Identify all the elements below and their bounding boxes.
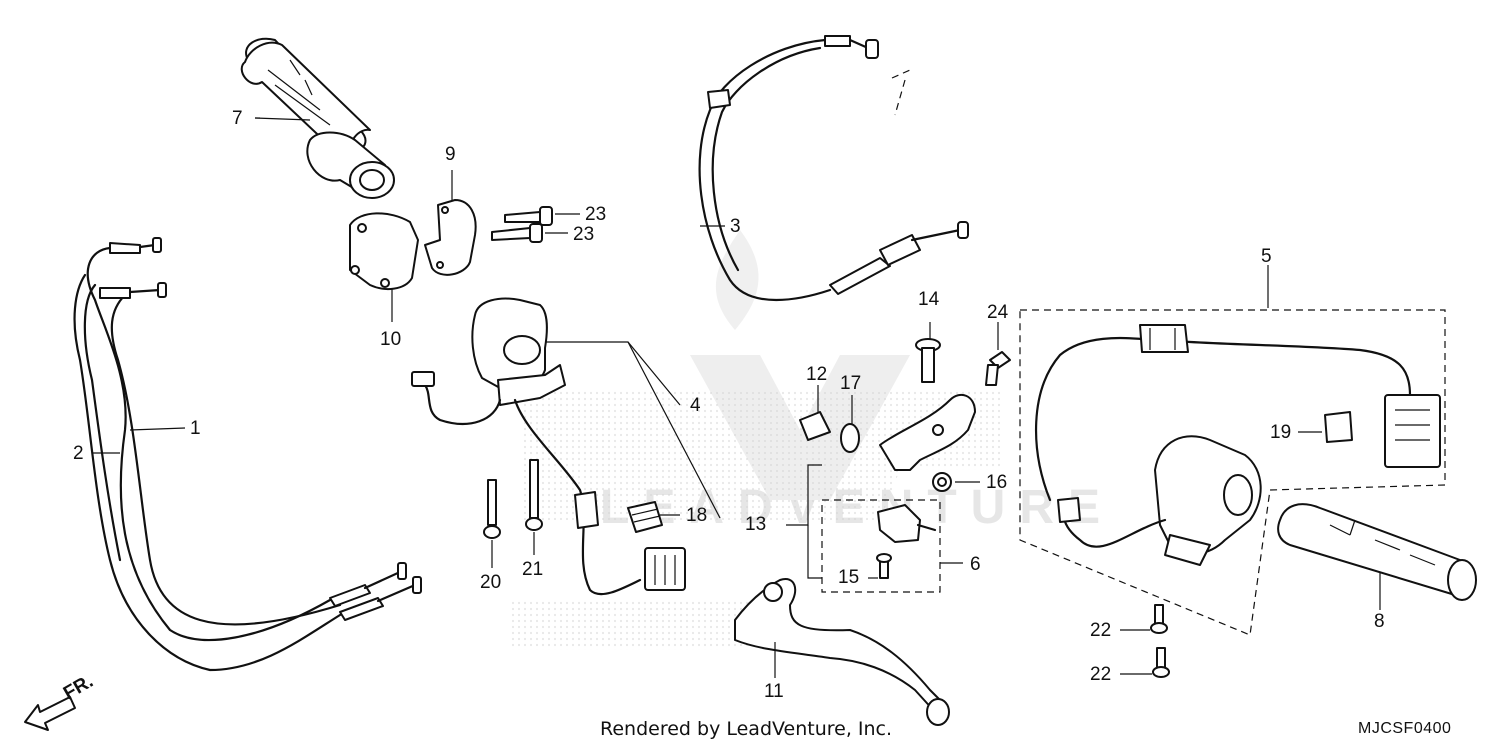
part-11-clutch-lever[interactable] [734, 578, 950, 726]
part-22-screw-upper[interactable] [1150, 604, 1168, 634]
clutch-lever-bracket[interactable] [879, 393, 976, 471]
part-9-housing-upper[interactable] [424, 199, 477, 276]
part-2-throttle-cable[interactable] [73, 273, 422, 672]
leader-lines [92, 117, 1381, 678]
part-19-clip[interactable] [1324, 411, 1353, 443]
part-12-adjuster[interactable] [799, 411, 831, 441]
callout-5: 5 [1261, 246, 1272, 267]
callout-23-lower: 23 [573, 224, 594, 245]
part-1-throttle-cable[interactable] [86, 237, 407, 642]
part-6-clutch-switch[interactable] [877, 504, 937, 543]
diagram-code: MJCSF0400 [1358, 720, 1452, 737]
part-15-screw[interactable] [876, 553, 892, 579]
part-18-connector-clip[interactable] [627, 501, 663, 533]
front-direction-arrow: FR. [24, 671, 97, 731]
part-22-screw-lower[interactable] [1152, 647, 1170, 678]
callout-16: 16 [986, 472, 1007, 493]
callout-20: 20 [480, 572, 501, 593]
callout-3: 3 [730, 216, 741, 237]
part-16-collar[interactable] [932, 472, 952, 492]
callout-14: 14 [918, 289, 940, 310]
part-6-kit-boundary [821, 499, 941, 593]
part-17-spring-washer[interactable] [840, 423, 860, 453]
callout-10: 10 [380, 329, 401, 350]
callout-22-lower: 22 [1090, 664, 1111, 685]
callout-9: 9 [445, 144, 456, 165]
part-8-left-grip[interactable] [1277, 503, 1477, 601]
part-21-bolt[interactable] [525, 459, 543, 531]
part-5-handlebar-switch[interactable] [1034, 324, 1441, 566]
part-14-pivot-bolt[interactable] [915, 338, 941, 383]
callout-7: 7 [232, 108, 243, 129]
callout-labels: 7 1 2 3 4 5 6 8 9 10 11 12 13 14 15 16 1… [73, 108, 1385, 702]
part-10-housing-lower[interactable] [349, 212, 419, 291]
part-4-handlebar-switch[interactable] [411, 297, 686, 596]
callout-21: 21 [522, 559, 543, 580]
callout-12: 12 [806, 364, 827, 385]
part-23-screw-upper[interactable] [504, 206, 553, 226]
callout-6: 6 [970, 554, 981, 575]
part-24-bolt[interactable] [985, 351, 1011, 386]
callout-2: 2 [73, 443, 84, 464]
callout-23-upper: 23 [585, 204, 606, 225]
part-5-kit-boundary [1019, 309, 1446, 636]
callout-15: 15 [838, 567, 859, 588]
part-23-screw-lower[interactable] [491, 223, 543, 243]
callout-4: 4 [690, 395, 701, 416]
callout-1: 1 [190, 418, 201, 439]
callout-11: 11 [764, 681, 784, 702]
callout-18: 18 [686, 505, 707, 526]
callout-17: 17 [840, 373, 861, 394]
watermark-logo [510, 230, 1000, 650]
callout-22-upper: 22 [1090, 620, 1111, 641]
callout-19: 19 [1270, 422, 1291, 443]
part-3-clutch-cable[interactable] [698, 35, 969, 301]
callout-13: 13 [745, 514, 766, 535]
callout-8: 8 [1374, 611, 1385, 632]
part-7-throttle-grip[interactable] [240, 37, 395, 199]
part-20-bolt[interactable] [483, 479, 501, 539]
render-credit: Rendered by LeadVenture, Inc. [600, 718, 893, 740]
callout-24: 24 [987, 302, 1009, 323]
